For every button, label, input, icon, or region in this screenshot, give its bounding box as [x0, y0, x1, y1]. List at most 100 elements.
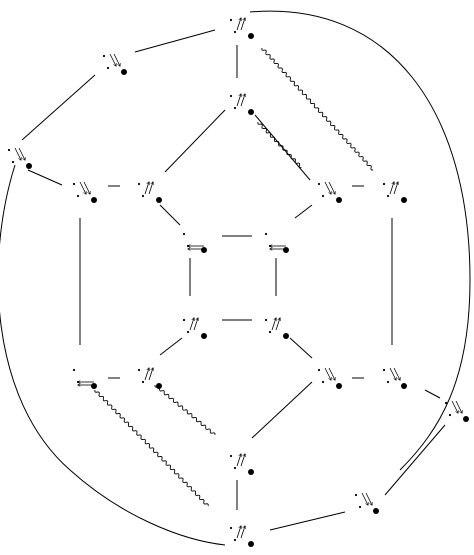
arrow-icon [240, 94, 245, 107]
edge-farleft-ringtl [27, 169, 63, 186]
node-bottom [229, 526, 254, 547]
arrow-icon [455, 400, 462, 413]
vertex-mark [448, 413, 452, 417]
node-dot [463, 416, 469, 422]
edge-midlower-ringbr [251, 381, 313, 439]
vertex-mark [137, 368, 141, 372]
arrow-icon [148, 182, 153, 195]
vertex-mark [141, 380, 145, 384]
vertex-mark [382, 368, 386, 372]
arrow-icon [240, 454, 245, 467]
node-dot [156, 197, 162, 203]
edge-ringtr-midupper [254, 114, 311, 181]
arrow-icon [144, 368, 149, 381]
vertex-mark [382, 182, 386, 186]
edge-farright-ringbr [424, 389, 441, 399]
arrow-icon [148, 368, 153, 381]
vertex-mark [229, 18, 233, 22]
vertex-mark [268, 330, 272, 334]
vertex-mark [233, 538, 237, 542]
node-square-tr [264, 232, 289, 253]
vertex-mark [11, 160, 15, 164]
node-dot [248, 541, 254, 547]
node-dot [283, 247, 289, 253]
arrow-icon [365, 492, 372, 505]
node-ring-tl-inner [137, 182, 162, 203]
node-ring-br-outer [382, 367, 407, 389]
spoke-tr [294, 204, 313, 219]
node-top [229, 18, 254, 39]
node-dot [248, 33, 254, 39]
node-dot [91, 197, 97, 203]
node-dot [336, 383, 342, 389]
arrow-icon [324, 181, 331, 194]
node-mid-upper [229, 94, 254, 115]
vertex-mark [102, 54, 106, 58]
node-dot [201, 333, 207, 339]
arrow-icon [240, 18, 245, 31]
arrow-icon [18, 147, 25, 160]
vertex-mark [229, 526, 233, 530]
arrow-icon [328, 181, 335, 194]
vertex-mark [386, 380, 390, 384]
arrow-icon [236, 454, 241, 467]
wavy-midupper-ringtr [257, 121, 302, 169]
node-ring-tr-inner [317, 181, 342, 203]
vertex-mark [321, 380, 325, 384]
arrow-icon [451, 400, 458, 413]
outer-arc-left [0, 164, 226, 546]
arrow-icon [240, 526, 245, 539]
vertex-mark [229, 94, 233, 98]
arrow-icon [389, 367, 396, 380]
vertex-mark [354, 493, 358, 497]
node-upper-left [102, 53, 127, 75]
node-far-left [7, 147, 32, 169]
vertex-mark [444, 401, 448, 405]
node-ring-tr-outer [382, 182, 407, 203]
node-dot [248, 109, 254, 115]
vertex-mark [321, 194, 325, 198]
arrow-icon [324, 367, 331, 380]
arrow-icon [361, 492, 368, 505]
vertex-mark [264, 318, 268, 322]
node-mid-lower [229, 454, 254, 475]
vertex-mark [7, 148, 11, 152]
arrow-icon [144, 182, 149, 195]
arrow-icon [271, 318, 276, 331]
node-dot [401, 197, 407, 203]
vertex-mark [72, 368, 76, 372]
edge-bottom-lowerright [269, 511, 346, 531]
node-ring-br-inner [317, 367, 342, 389]
node-layer [7, 18, 469, 547]
vertex-mark [72, 182, 76, 186]
node-ring-bl-inner [137, 368, 162, 389]
arrow-icon [83, 181, 90, 194]
node-dot [201, 247, 207, 253]
node-dot [91, 383, 97, 389]
vertex-mark [106, 66, 110, 70]
arrow-icon [189, 318, 194, 331]
vertex-mark [317, 182, 321, 186]
edge-upperleft-farleft [21, 74, 96, 141]
node-square-br [264, 318, 289, 339]
wavy-ringbl-bottom [94, 389, 209, 507]
vertex-mark [233, 30, 237, 34]
arrow-icon [109, 53, 116, 66]
node-dot [336, 197, 342, 203]
node-dot [283, 333, 289, 339]
arrow-icon [236, 526, 241, 539]
node-far-right [444, 400, 469, 422]
node-lower-right [354, 492, 379, 514]
arrow-icon [393, 367, 400, 380]
vertex-mark [233, 106, 237, 110]
wavy-top-ringtr [261, 47, 374, 171]
arrow-icon [113, 53, 120, 66]
outer-arc-right [249, 10, 471, 471]
vertex-mark [141, 194, 145, 198]
vertex-mark [186, 330, 190, 334]
arrow-icon [389, 182, 394, 195]
vertex-mark [137, 182, 141, 186]
edge-midupper-ringtl [164, 109, 226, 173]
edge-top-upperleft [134, 29, 216, 53]
